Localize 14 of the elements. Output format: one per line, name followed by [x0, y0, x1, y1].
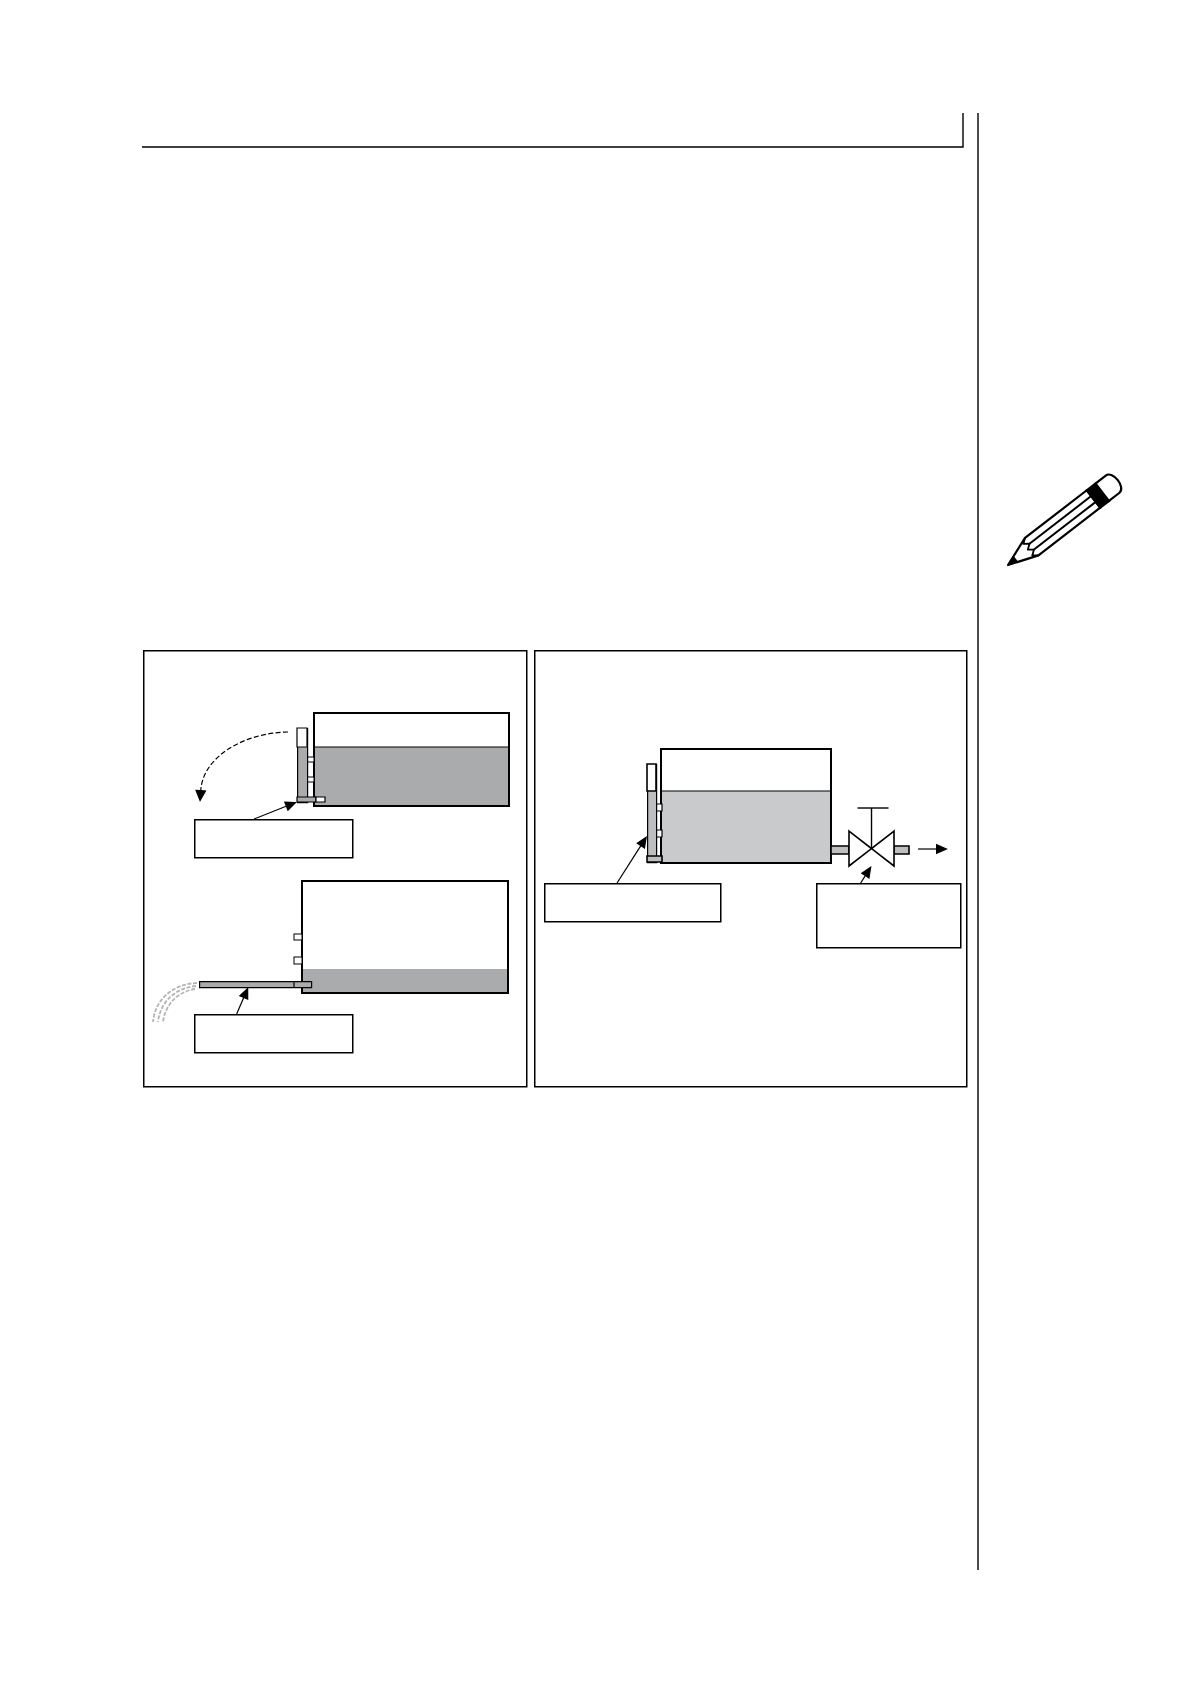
answer-box: [544, 883, 722, 923]
leader-arrow: [236, 987, 249, 1015]
answer-box: [194, 819, 354, 859]
leader-arrow: [860, 866, 872, 884]
sight-glass: [646, 763, 663, 864]
leader-arrow: [616, 836, 647, 884]
answer-box: [194, 1014, 354, 1054]
leader-arrow: [253, 801, 297, 820]
valve-symbol: [848, 807, 895, 868]
answer-box: [816, 883, 962, 949]
panel-frame: [143, 650, 528, 1088]
sight-glass: [199, 980, 313, 989]
sight-glass: [296, 727, 326, 804]
panel-frame: [534, 650, 968, 1088]
